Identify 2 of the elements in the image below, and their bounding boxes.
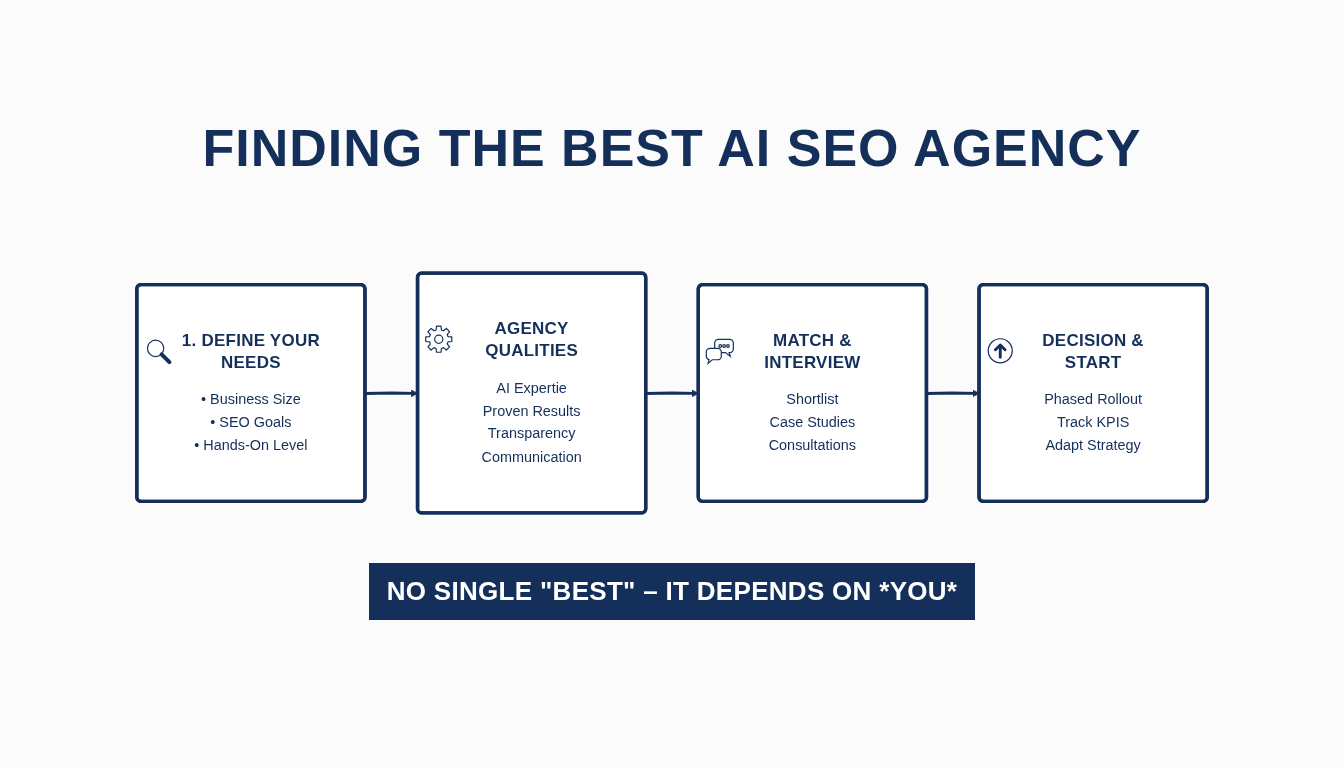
diagram-title: FINDING THE BEST AI SEO AGENCY <box>202 118 1142 178</box>
caption-banner: NO SINGLE "BEST" – IT DEPENDS ON *YOU* <box>368 563 976 620</box>
